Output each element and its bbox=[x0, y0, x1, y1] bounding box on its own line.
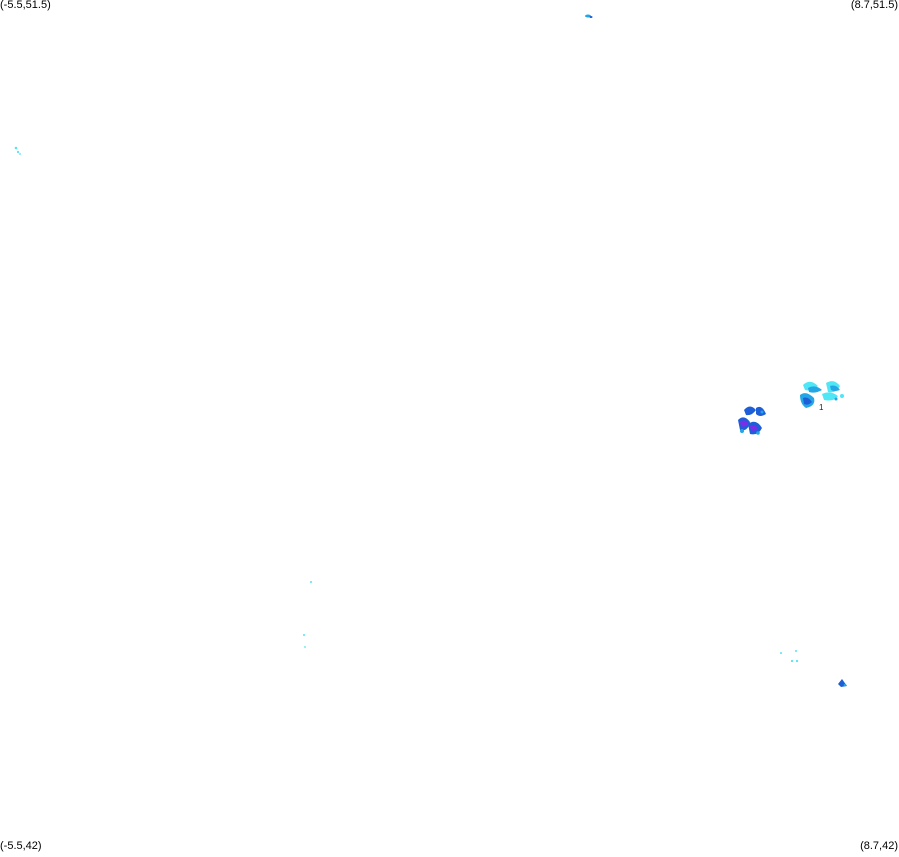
corner-coord-bottom-right: (8.7,42) bbox=[860, 840, 898, 852]
echo-cluster-east bbox=[800, 381, 844, 408]
echo-cell bbox=[744, 406, 756, 416]
echo-cell bbox=[304, 646, 306, 648]
echo-cell bbox=[589, 16, 593, 18]
echo-cell bbox=[19, 153, 21, 155]
echo-cell bbox=[750, 425, 758, 431]
echo-southeast bbox=[780, 650, 847, 687]
echo-west bbox=[14, 146, 21, 155]
echo-cell bbox=[756, 431, 760, 435]
echo-cell bbox=[840, 394, 844, 398]
echo-cell bbox=[843, 683, 847, 687]
echo-cell bbox=[740, 429, 744, 433]
echo-cell bbox=[14, 146, 18, 150]
echo-cell bbox=[585, 14, 591, 18]
echo-cell bbox=[760, 410, 764, 414]
echo-cell bbox=[310, 581, 312, 583]
echo-cell bbox=[795, 659, 799, 663]
corner-coord-top-left: (-5.5,51.5) bbox=[0, 0, 51, 11]
marker-label: 1 bbox=[819, 403, 824, 412]
echo-cell bbox=[740, 420, 748, 427]
echo-cell bbox=[803, 397, 812, 405]
echo-cluster-core bbox=[738, 406, 766, 435]
echo-south-center bbox=[303, 581, 312, 648]
echo-cell bbox=[808, 386, 822, 393]
echo-cell bbox=[780, 652, 782, 654]
echo-cell bbox=[834, 397, 838, 401]
echo-cell bbox=[795, 650, 797, 652]
echo-cell bbox=[16, 150, 20, 154]
corner-coord-top-right: (8.7,51.5) bbox=[850, 0, 898, 11]
corner-coord-bottom-left: (-5.5,42) bbox=[0, 840, 42, 852]
echo-cell bbox=[822, 392, 838, 401]
echo-north bbox=[585, 14, 593, 18]
echo-cell bbox=[830, 385, 840, 391]
echo-cell bbox=[790, 659, 794, 663]
echo-cell bbox=[303, 634, 305, 636]
